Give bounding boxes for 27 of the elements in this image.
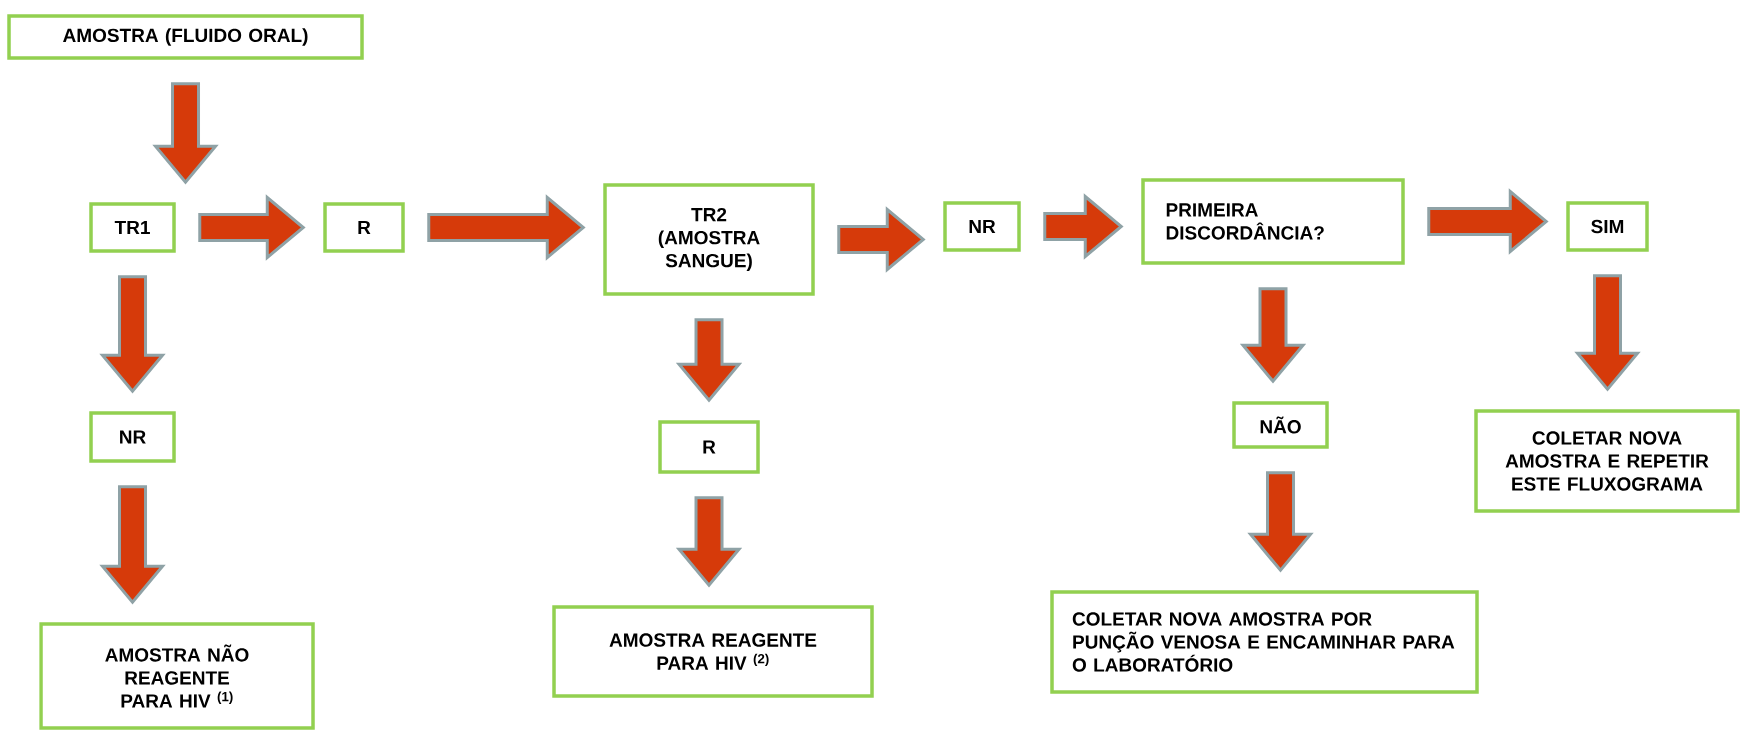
arrow	[1043, 193, 1124, 260]
process-box: AMOSTRA REAGENTE PARA HIV $^{(2)}$	[552, 605, 874, 698]
process-box: TR1	[89, 202, 176, 253]
arrow	[99, 275, 166, 394]
arrow	[427, 194, 586, 261]
arrow	[152, 82, 219, 185]
arrow	[198, 194, 306, 261]
process-box: PRIMEIRA DISCORDÂNCIA?	[1141, 178, 1405, 265]
process-box: AMOSTRA NÃO REAGENTE PARA HIV $^{(1)}$	[39, 622, 315, 730]
arrow	[675, 496, 743, 588]
process-box: COLETAR NOVA AMOSTRA POR PUNÇÃO VENOSA E ENCAMINHAR PARA O LABORATÓRIO	[1050, 590, 1479, 694]
arrow	[99, 485, 166, 605]
process-box: NR	[943, 201, 1021, 252]
arrow	[837, 206, 926, 273]
process-box: TR2 (AMOSTRA SANGUE)	[603, 183, 815, 296]
process-box: COLETAR NOVA AMOSTRA E REPETIR ESTE FLUXOGRAMA	[1474, 409, 1740, 513]
arrow	[1247, 471, 1314, 573]
process-box: R	[658, 420, 760, 474]
arrow	[1574, 274, 1641, 392]
process-box: AMOSTRA (FLUIDO ORAL)	[7, 14, 364, 60]
arrow	[1239, 287, 1307, 384]
arrow	[1427, 188, 1549, 255]
process-box: SIM	[1566, 201, 1649, 252]
process-box: NR	[89, 411, 176, 463]
process-box: R	[323, 202, 405, 253]
process-box: NÃO	[1232, 401, 1329, 449]
arrow	[675, 318, 743, 403]
